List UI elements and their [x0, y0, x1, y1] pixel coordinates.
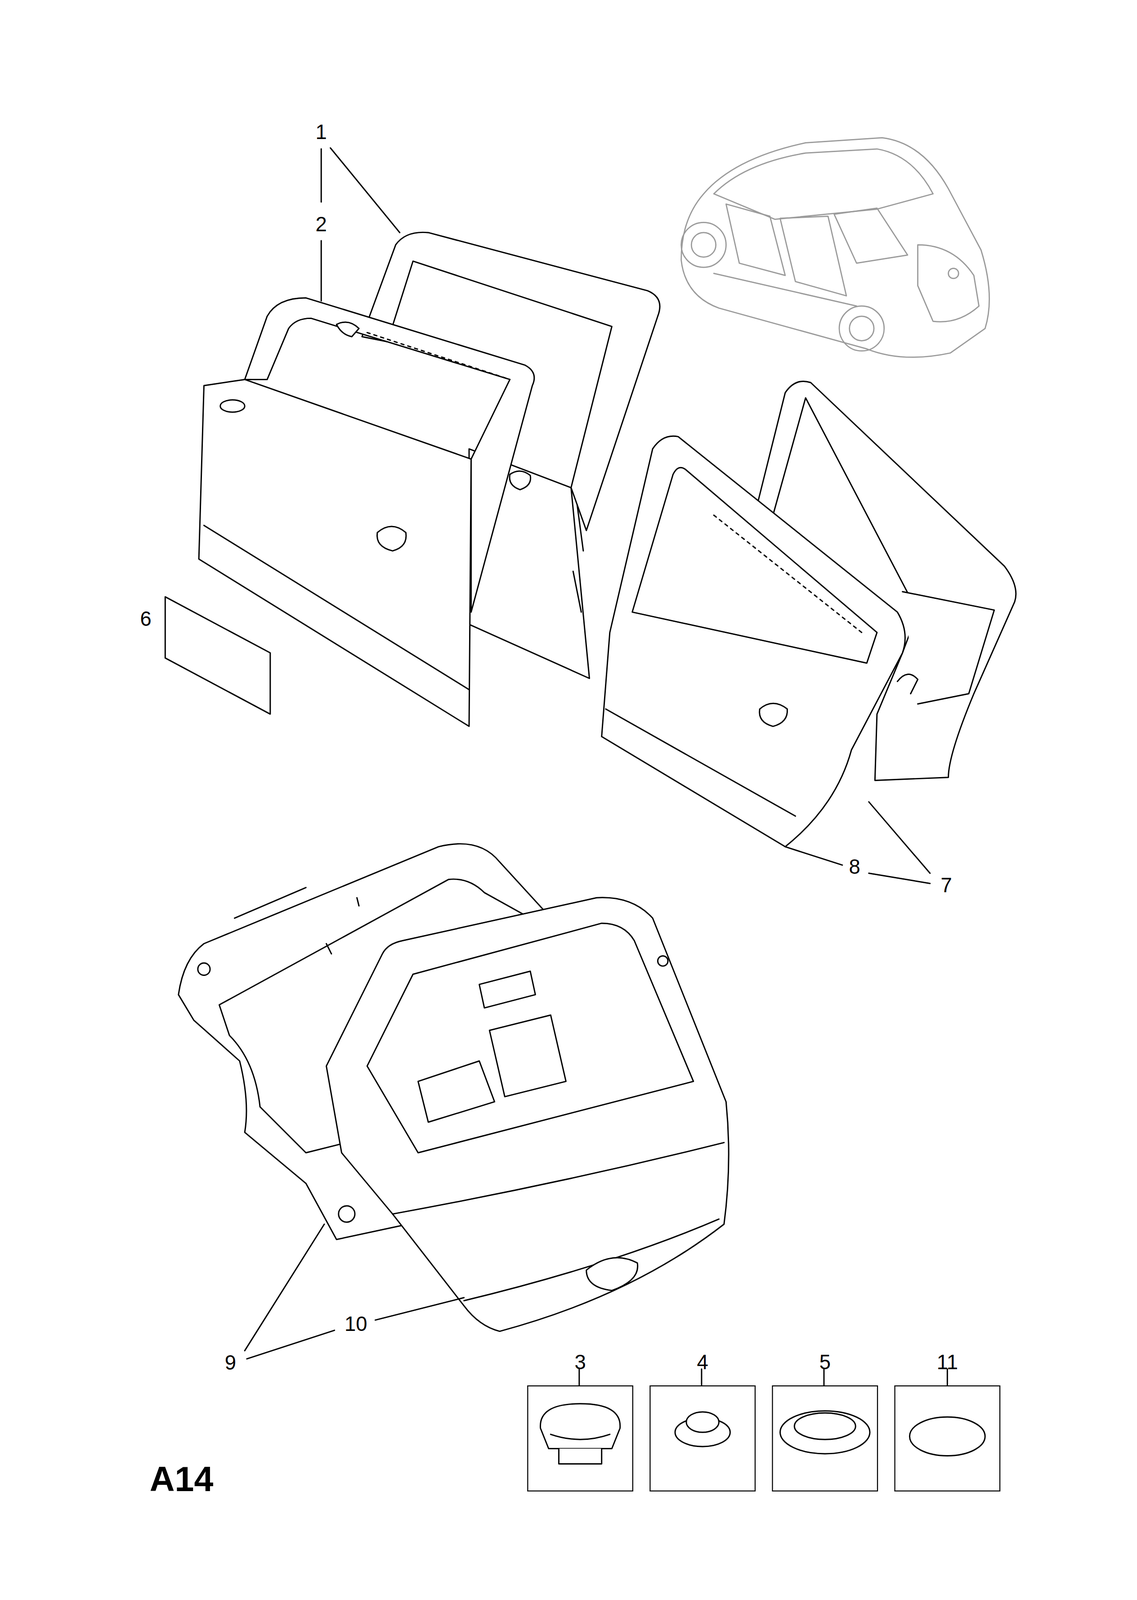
tailgate — [326, 897, 730, 1331]
callout-number: 6 — [140, 607, 152, 630]
leader-lines — [244, 147, 948, 1385]
callout-number: 10 — [344, 1311, 368, 1336]
callout-number: 9 — [224, 1350, 237, 1375]
vehicle-sketch — [681, 137, 990, 358]
callout-number: 3 — [574, 1350, 586, 1374]
insulation-sheet — [165, 596, 271, 714]
callout-number: 4 — [697, 1350, 709, 1373]
rear-door-left — [601, 435, 906, 847]
plug-icons — [540, 1403, 985, 1464]
callout-number: 5 — [819, 1350, 831, 1374]
callout-number: 11 — [936, 1350, 958, 1374]
callout-number: 11 — [936, 1350, 958, 1373]
part-box: 3 — [527, 1384, 634, 1491]
callout-number: 2 — [315, 212, 327, 237]
callout-number: 3 — [574, 1350, 586, 1373]
callout-number: 4 — [697, 1350, 709, 1374]
callout-number: 2 — [315, 212, 327, 236]
callout-number: 8 — [848, 854, 860, 878]
part-box: 11 — [894, 1384, 1001, 1491]
callout-number: 1 — [315, 120, 327, 145]
callout-number: 6 — [140, 607, 152, 631]
callout-number: 7 — [940, 873, 952, 897]
callout-number: 8 — [848, 854, 860, 879]
callout-number: 10 — [344, 1311, 368, 1335]
part-box: 5 — [771, 1384, 878, 1491]
callout-number: 5 — [819, 1350, 831, 1373]
figure-number: A14 — [149, 1458, 214, 1498]
part-box: 4 — [649, 1384, 756, 1491]
figure-number: A14 — [149, 1458, 214, 1499]
callout-number: 9 — [224, 1350, 237, 1374]
callout-number: 1 — [315, 120, 327, 144]
callout-number: 7 — [940, 873, 952, 896]
